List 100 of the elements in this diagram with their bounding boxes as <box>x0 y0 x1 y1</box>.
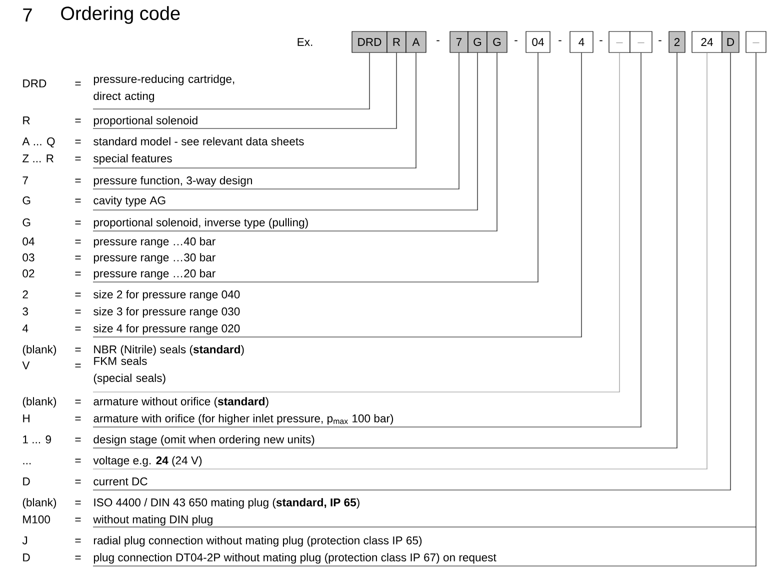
description-text: armature with orifice (for higher inlet pressure, p$_{max}$ 100 bar) <box>94 414 394 425</box>
code-box: 4 <box>570 31 594 53</box>
code-text: 2 <box>22 290 28 298</box>
code-text: 4 <box>22 324 28 332</box>
equals-sign: = <box>75 416 81 420</box>
description-text: special features <box>94 154 172 165</box>
description-text: cavity type AG <box>94 196 166 207</box>
code-text: J <box>22 536 28 544</box>
code-text: ... <box>23 463 31 464</box>
separator-dash: - <box>436 40 440 42</box>
code-text: R <box>23 116 30 124</box>
code-box: A <box>406 31 426 53</box>
code-box: _ <box>630 31 652 53</box>
leader-line <box>92 52 370 110</box>
code-text: M100 <box>23 515 50 524</box>
equals-sign: = <box>75 538 81 542</box>
equals-sign: = <box>75 82 81 86</box>
section-number: 7 <box>23 8 32 22</box>
equals-sign: = <box>75 310 81 314</box>
leader-line <box>92 52 498 232</box>
leader-line <box>92 52 417 168</box>
code-text: G <box>22 196 30 204</box>
leader-line <box>92 52 398 129</box>
equals-sign: = <box>75 438 81 442</box>
code-text: (blank) <box>22 397 56 408</box>
leader-line <box>92 52 539 282</box>
code-text: 04 <box>22 237 34 246</box>
code-box: 7 <box>450 31 468 53</box>
description-text: proportional solenoid <box>94 116 198 127</box>
equals-sign: = <box>75 500 81 504</box>
equals-sign: = <box>75 198 81 202</box>
leader-line <box>92 52 582 338</box>
equals-sign: = <box>75 348 81 352</box>
code-text: D <box>23 554 30 562</box>
description-text: size 3 for pressure range 030 <box>94 307 240 318</box>
leader-line <box>92 52 757 566</box>
equals-sign: = <box>75 326 81 330</box>
code-box: _ <box>608 31 630 53</box>
code-text: V <box>22 362 30 370</box>
code-text: (blank) <box>22 345 56 356</box>
code-text: 3 <box>22 307 28 316</box>
equals-sign: = <box>75 240 81 244</box>
code-text: (blank) <box>22 498 56 509</box>
separator-dash: - <box>514 40 518 42</box>
description-text: armature without orifice (standard) <box>94 397 268 408</box>
equals-sign: = <box>75 220 81 224</box>
code-box: R <box>386 31 406 53</box>
description-text: NBR (Nitrile) seals (standard) <box>94 345 244 356</box>
description-text: size 4 for pressure range 020 <box>94 324 240 335</box>
code-text: D <box>23 478 30 486</box>
description-text: pressure-reducing cartridge, direct acting <box>94 74 234 102</box>
code-text: A ... Q <box>22 137 55 148</box>
description-text: pressure range …20 bar <box>94 269 216 280</box>
equals-sign: = <box>75 140 81 144</box>
equals-sign: = <box>75 156 81 160</box>
code-text: H <box>23 414 30 422</box>
description-text: voltage e.g. 24 (24 V) <box>93 456 202 467</box>
code-box: 24 <box>692 31 722 53</box>
code-box: _ <box>746 31 766 53</box>
description-text: current DC <box>94 477 148 486</box>
description-text: design stage (omit when ordering new units) <box>94 435 314 446</box>
leader-line <box>92 52 478 210</box>
description-text: proportional solenoid, inverse type (pulling) <box>94 218 308 229</box>
description-text: pressure function, 3-way design <box>94 176 252 187</box>
equals-sign: = <box>75 256 81 260</box>
leader-line <box>92 52 460 190</box>
equals-sign: = <box>75 178 81 182</box>
description-text: plug connection DT04-2P without mating plug (protection class IP 67) on request <box>94 553 496 564</box>
equals-sign: = <box>75 400 81 404</box>
equals-sign: = <box>75 118 81 122</box>
description-text: standard model - see relevant data sheets <box>94 137 304 146</box>
code-text: Z ... R <box>22 154 54 162</box>
description-text: size 2 for pressure range 040 <box>94 290 240 301</box>
code-box: 04 <box>526 31 550 53</box>
equals-sign: = <box>75 272 81 276</box>
code-text: 02 <box>22 269 34 278</box>
description-text: pressure range …30 bar <box>94 253 216 264</box>
code-box: DRD <box>352 31 388 53</box>
code-box: G <box>468 31 488 53</box>
code-text: 1 ... 9 <box>23 435 51 444</box>
description-text: pressure range …40 bar <box>94 237 216 248</box>
description-text: radial plug connection without mating plug (protection class IP 65) <box>94 536 422 547</box>
equals-sign: = <box>75 292 81 296</box>
code-text: G <box>22 218 30 226</box>
description-text: ISO 4400 / DIN 43 650 mating plug (standard, IP 65) <box>94 498 360 509</box>
example-label: Ex. <box>298 38 312 46</box>
equals-sign: = <box>75 480 81 484</box>
code-box: 2 <box>668 31 686 53</box>
code-box: G <box>486 31 508 53</box>
code-box: D <box>722 31 740 53</box>
code-text: 03 <box>22 253 34 262</box>
separator-dash: - <box>600 40 602 42</box>
description-text: FKM seals (special seals) <box>94 356 166 384</box>
title: Ordering code <box>61 6 180 24</box>
separator-dash: - <box>558 40 562 42</box>
code-text: 7 <box>22 176 28 184</box>
description-text: without mating DIN plug <box>93 515 212 526</box>
code-text: DRD <box>23 80 46 88</box>
separator-dash: - <box>658 40 662 42</box>
equals-sign: = <box>75 458 81 462</box>
